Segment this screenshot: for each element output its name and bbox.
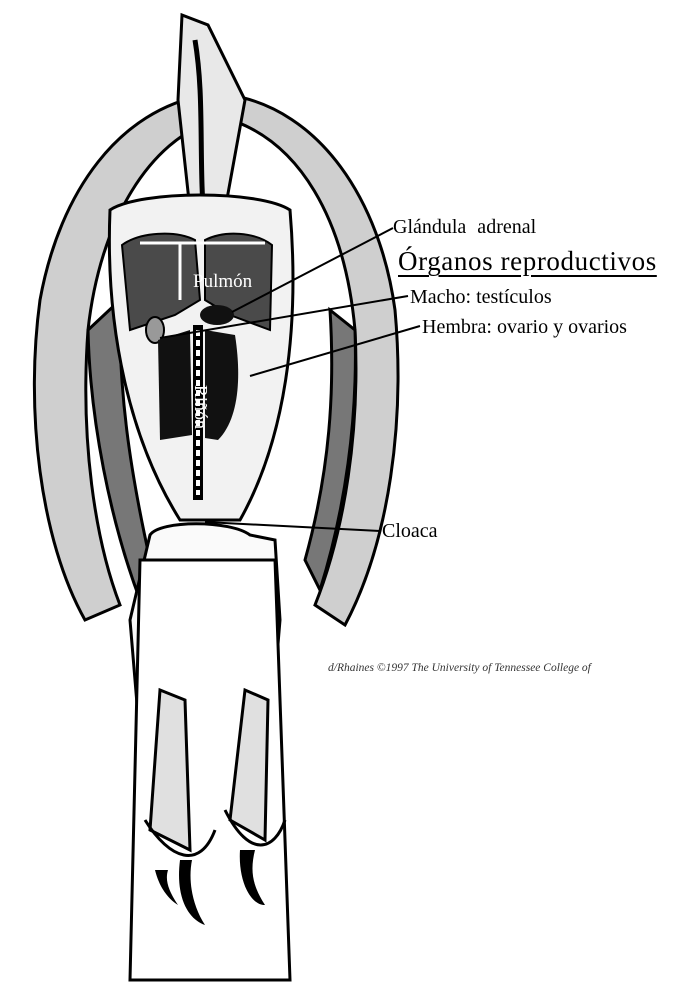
label-cloaca: Cloaca: [382, 521, 438, 541]
label-lung: Pulmón: [193, 272, 252, 291]
label-reproductive-organs: Órganos reproductivos: [398, 248, 657, 275]
kidney-left: [158, 330, 192, 440]
credit-text: d/Rhaines ©1997 The University of Tennes…: [328, 663, 591, 675]
neck: [178, 15, 245, 210]
label-adrenal-gland: Glándula adrenal: [393, 217, 536, 237]
label-kidney: Riñón: [192, 385, 210, 429]
adrenal-gland: [200, 305, 234, 325]
label-male-testes: Macho: testículos: [410, 287, 552, 307]
label-female-ovary: Hembra: ovario y ovarios: [422, 317, 627, 337]
